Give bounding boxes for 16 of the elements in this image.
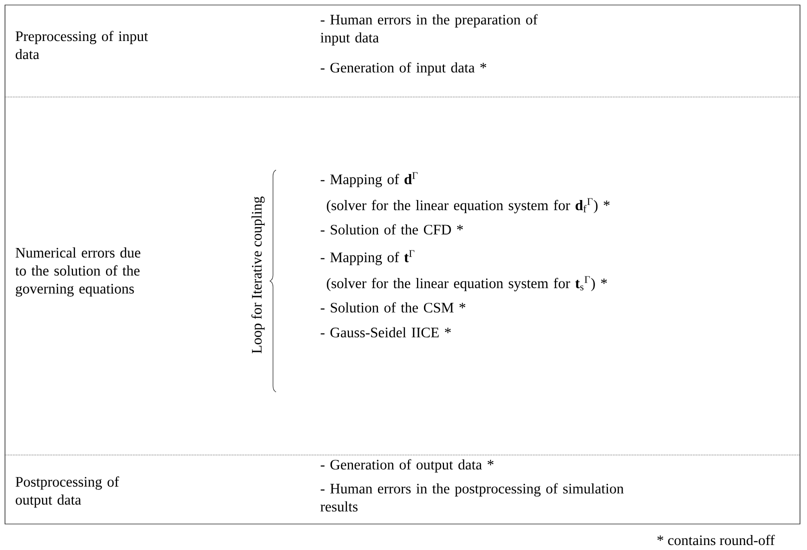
list-item: - Human errors in the preparation of input data <box>320 14 538 46</box>
list-item: - Solution of the CFD * <box>320 224 463 235</box>
list-item: - Gauss-Seidel IICE * <box>320 327 451 338</box>
rotated-label: Loop for Iterative coupling <box>251 196 265 354</box>
list-item: (solver for the linear equation system for d$_{f}$$^{Γ}$) * <box>326 198 610 214</box>
category-label: Postprocessing of output data <box>16 476 120 508</box>
list-item: - Generation of input data * <box>320 62 486 76</box>
list-item: - Solution of the CSM * <box>320 302 466 313</box>
category-label: Numerical errors due to the solution of the governing equations <box>15 247 140 297</box>
list-item: - Human errors in the postprocessing of simulation results <box>320 483 624 512</box>
list-item: (solver for the linear equation system for t$_{s}$$^{Γ}$) * <box>326 276 607 292</box>
category-label: Preprocessing of input data <box>16 30 148 60</box>
list-item: - Mapping of t$^{Γ}$ <box>320 250 414 266</box>
list-item: - Mapping of d$^{Γ}$ <box>320 172 418 188</box>
footnote: * contains round-off <box>657 534 775 546</box>
list-item: - Generation of output data * <box>320 459 494 472</box>
